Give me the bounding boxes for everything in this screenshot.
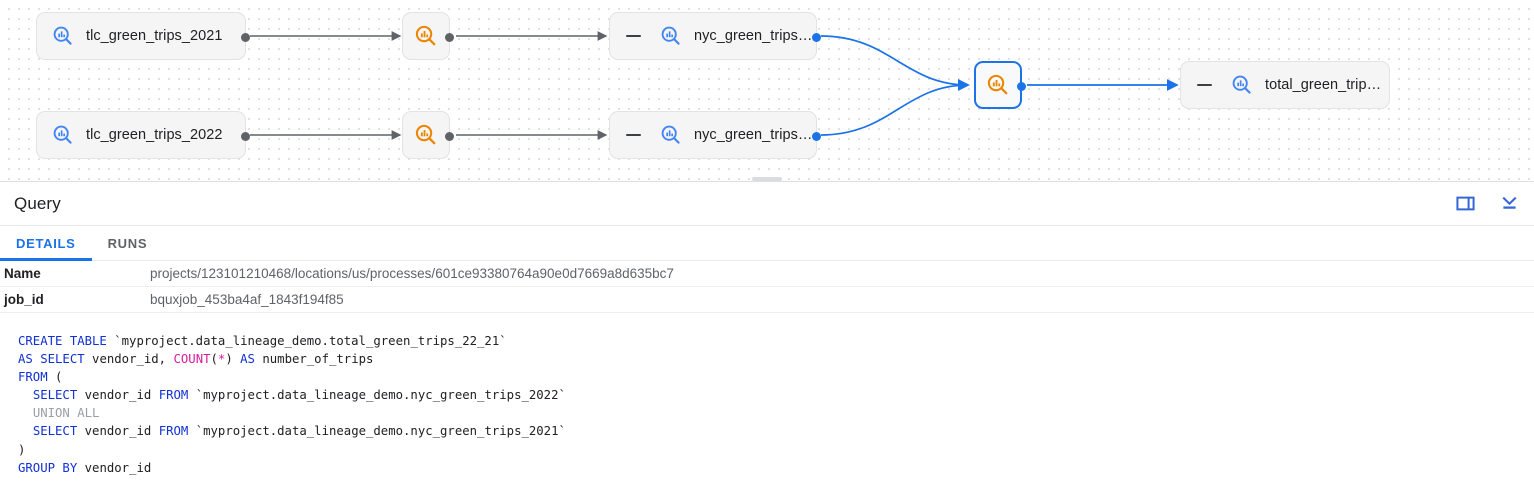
bigquery-table-search-icon bbox=[659, 24, 683, 48]
bigquery-table-search-icon bbox=[1230, 73, 1254, 97]
code-line: FROM ( bbox=[18, 370, 63, 385]
panel-header: Query bbox=[0, 182, 1534, 226]
bigquery-table-search-icon bbox=[51, 123, 75, 147]
node-output-port[interactable] bbox=[1017, 81, 1026, 91]
lineage-node-label: nyc_green_trips… bbox=[694, 28, 813, 44]
lineage-node-label: tlc_green_trips_2021 bbox=[86, 28, 223, 44]
lineage-node-process-selected[interactable] bbox=[974, 61, 1026, 109]
lineage-node-nyc_green_trips_2021[interactable]: nyc_green_trips… bbox=[609, 12, 821, 60]
node-output-port[interactable] bbox=[812, 131, 821, 141]
tab-details[interactable]: DETAILS bbox=[0, 226, 92, 261]
lineage-node-label: nyc_green_trips… bbox=[694, 127, 813, 143]
bigquery-process-search-icon bbox=[413, 23, 439, 49]
query-details-panel: Query DETAILS RUNS Name projects bbox=[0, 177, 1534, 503]
collapse-node-icon[interactable] bbox=[626, 35, 641, 37]
lineage-node-label: total_green_trip… bbox=[1265, 77, 1382, 93]
detail-key: job_id bbox=[4, 292, 44, 307]
page-title: Query bbox=[14, 193, 61, 213]
panel-resize-grip[interactable] bbox=[752, 177, 782, 181]
code-line: ) bbox=[18, 442, 26, 457]
lineage-node-tlc_green_trips_2022[interactable]: tlc_green_trips_2022 bbox=[36, 111, 250, 159]
code-line: UNION ALL bbox=[32, 406, 100, 421]
code-line: AS SELECT vendor_id, COUNT(*) AS number_… bbox=[18, 352, 374, 367]
code-line: SELECT vendor_id FROM `myproject.data_li… bbox=[32, 388, 566, 403]
lineage-node-process-1[interactable] bbox=[402, 12, 454, 60]
node-output-port[interactable] bbox=[445, 32, 454, 42]
tab-runs[interactable]: RUNS bbox=[107, 235, 148, 251]
bigquery-process-search-icon bbox=[413, 122, 439, 148]
bigquery-table-search-icon bbox=[51, 24, 75, 48]
split-panel-icon[interactable] bbox=[1454, 193, 1476, 215]
detail-key: Name bbox=[4, 266, 41, 281]
lineage-node-nyc_green_trips_2022[interactable]: nyc_green_trips… bbox=[609, 111, 821, 159]
collapse-node-icon[interactable] bbox=[626, 134, 641, 136]
sql-query-code[interactable]: CREATE TABLE `myproject.data_lineage_dem… bbox=[0, 332, 1534, 492]
node-output-port[interactable] bbox=[445, 131, 454, 141]
lineage-node-tlc_green_trips_2021[interactable]: tlc_green_trips_2021 bbox=[36, 12, 250, 60]
code-line: CREATE TABLE `myproject.data_lineage_dem… bbox=[18, 334, 507, 348]
table-row: job_id bquxjob_453ba4af_1843f194f85 bbox=[0, 287, 1534, 313]
details-key-value-table: Name projects/123101210468/locations/us/… bbox=[0, 261, 1534, 313]
detail-value: projects/123101210468/locations/us/proce… bbox=[150, 266, 674, 281]
lineage-node-process-2[interactable] bbox=[402, 111, 454, 159]
lineage-node-total_green_trips[interactable]: total_green_trip… bbox=[1180, 61, 1390, 109]
node-output-port[interactable] bbox=[241, 131, 250, 141]
table-row: Name projects/123101210468/locations/us/… bbox=[0, 261, 1534, 287]
bigquery-table-search-icon bbox=[659, 123, 683, 147]
lineage-node-label: tlc_green_trips_2022 bbox=[86, 127, 223, 143]
node-output-port[interactable] bbox=[241, 32, 250, 42]
code-line: SELECT vendor_id FROM `myproject.data_li… bbox=[32, 424, 566, 439]
collapse-panel-icon[interactable] bbox=[1498, 193, 1520, 215]
lineage-graph-canvas[interactable]: tlc_green_trips_2021 tlc_green_trips_202… bbox=[0, 0, 1534, 181]
node-output-port[interactable] bbox=[812, 32, 821, 42]
panel-resize-handle[interactable] bbox=[0, 172, 1534, 182]
panel-header-actions bbox=[1454, 193, 1520, 215]
detail-value: bquxjob_453ba4af_1843f194f85 bbox=[150, 292, 344, 307]
bigquery-process-search-icon bbox=[985, 72, 1011, 98]
panel-tabs: DETAILS RUNS bbox=[0, 226, 1534, 261]
collapse-node-icon[interactable] bbox=[1197, 84, 1212, 86]
code-line: GROUP BY vendor_id bbox=[18, 460, 152, 475]
